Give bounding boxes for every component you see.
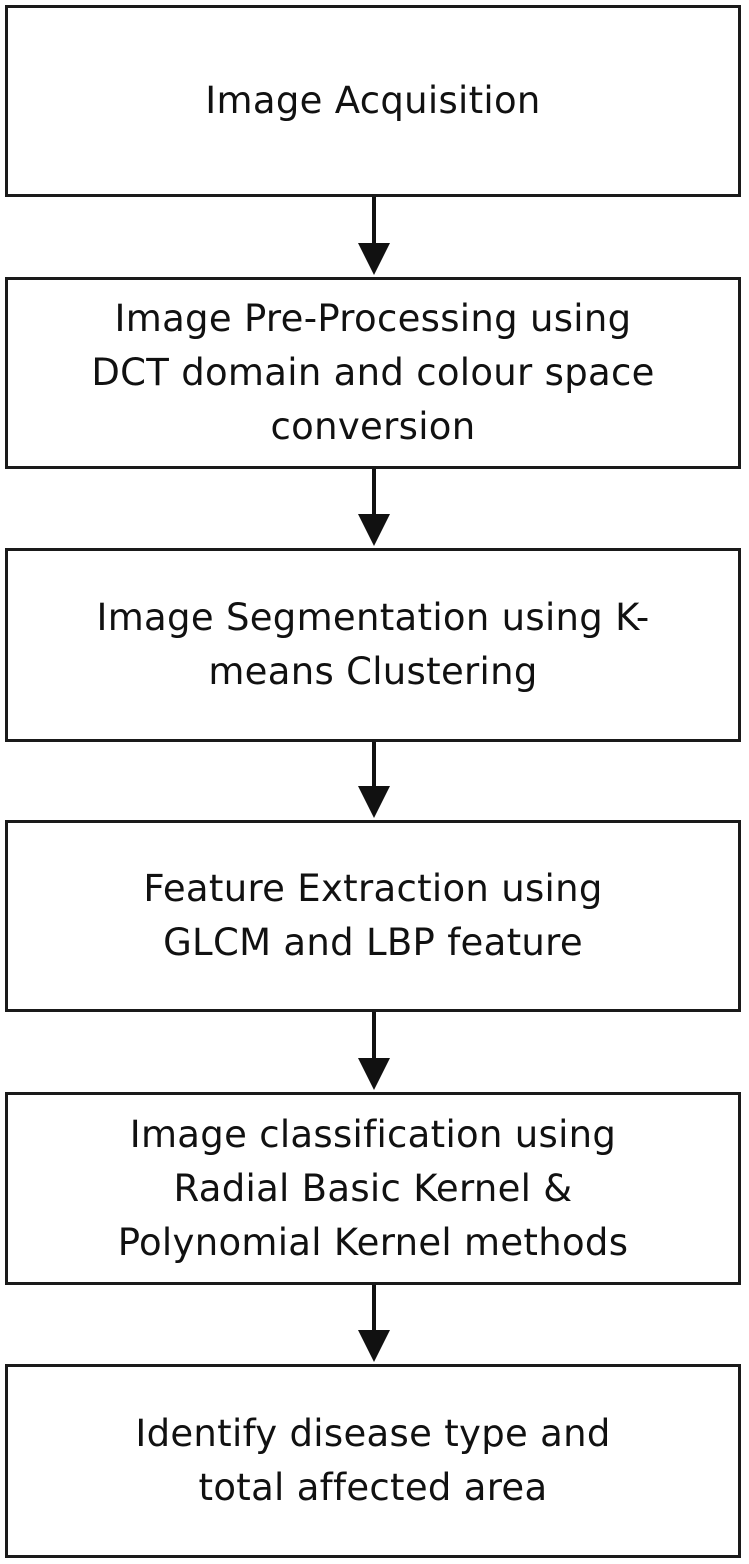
step-label: Image Pre-Processing using DCT domain an…	[91, 297, 655, 448]
step-identify-disease: Identify disease type and total affected…	[5, 1364, 741, 1558]
step-image-classification: Image classification using Radial Basic …	[5, 1092, 741, 1285]
arrow-down-icon	[349, 1012, 399, 1092]
step-image-segmentation: Image Segmentation using K- means Cluste…	[5, 548, 741, 742]
step-image-pre-processing: Image Pre-Processing using DCT domain an…	[5, 277, 741, 469]
arrow-down-icon	[349, 197, 399, 277]
step-label: Image Acquisition	[205, 79, 541, 122]
arrow-down-icon	[349, 1285, 399, 1364]
step-label: Identify disease type and total affected…	[135, 1412, 611, 1509]
step-label: Image Segmentation using K- means Cluste…	[96, 596, 650, 693]
step-label: Image classification using Radial Basic …	[117, 1112, 629, 1264]
step-image-acquisition: Image Acquisition	[5, 5, 741, 197]
arrow-down-icon	[349, 469, 399, 548]
step-feature-extraction: Feature Extraction using GLCM and LBP fe…	[5, 820, 741, 1012]
step-label: Feature Extraction using GLCM and LBP fe…	[143, 867, 603, 964]
arrow-down-icon	[349, 742, 399, 820]
